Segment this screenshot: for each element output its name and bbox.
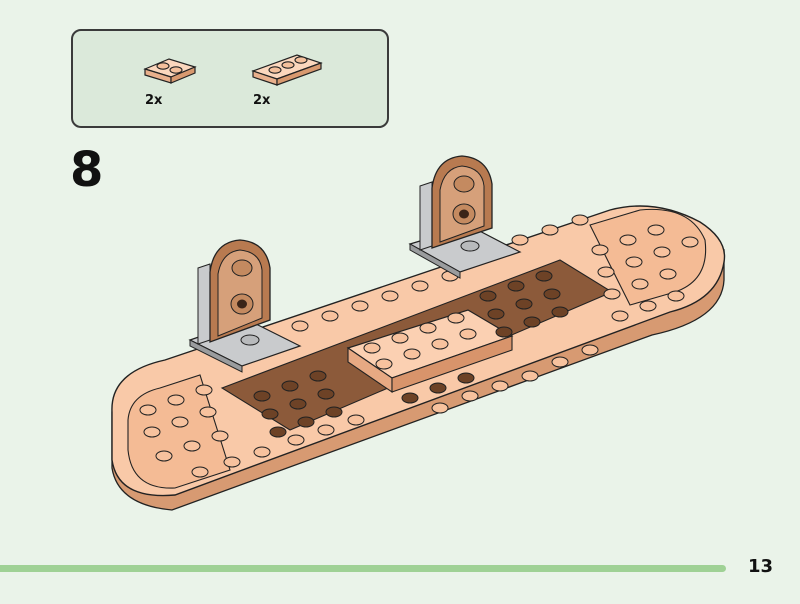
dark-studs <box>253 270 569 438</box>
parts-item-plate-1x3: 2x <box>251 49 341 119</box>
parts-item-plate-1x2: 2x <box>143 49 223 119</box>
light-studs <box>139 214 699 478</box>
bracket-right <box>408 155 522 279</box>
end-tile-left <box>127 374 231 489</box>
plate-1x2-icon <box>143 58 197 84</box>
end-tile-right <box>589 208 707 306</box>
page-number: 13 <box>748 556 774 577</box>
plate-1x3-icon <box>251 54 323 86</box>
quantity-label: 2x <box>253 93 271 108</box>
parts-list-box: 2x 2x <box>71 29 389 128</box>
progress-bar <box>0 565 726 572</box>
step-number: 8 <box>70 142 103 198</box>
quantity-label: 2x <box>145 93 163 108</box>
bracket-left <box>188 239 302 373</box>
